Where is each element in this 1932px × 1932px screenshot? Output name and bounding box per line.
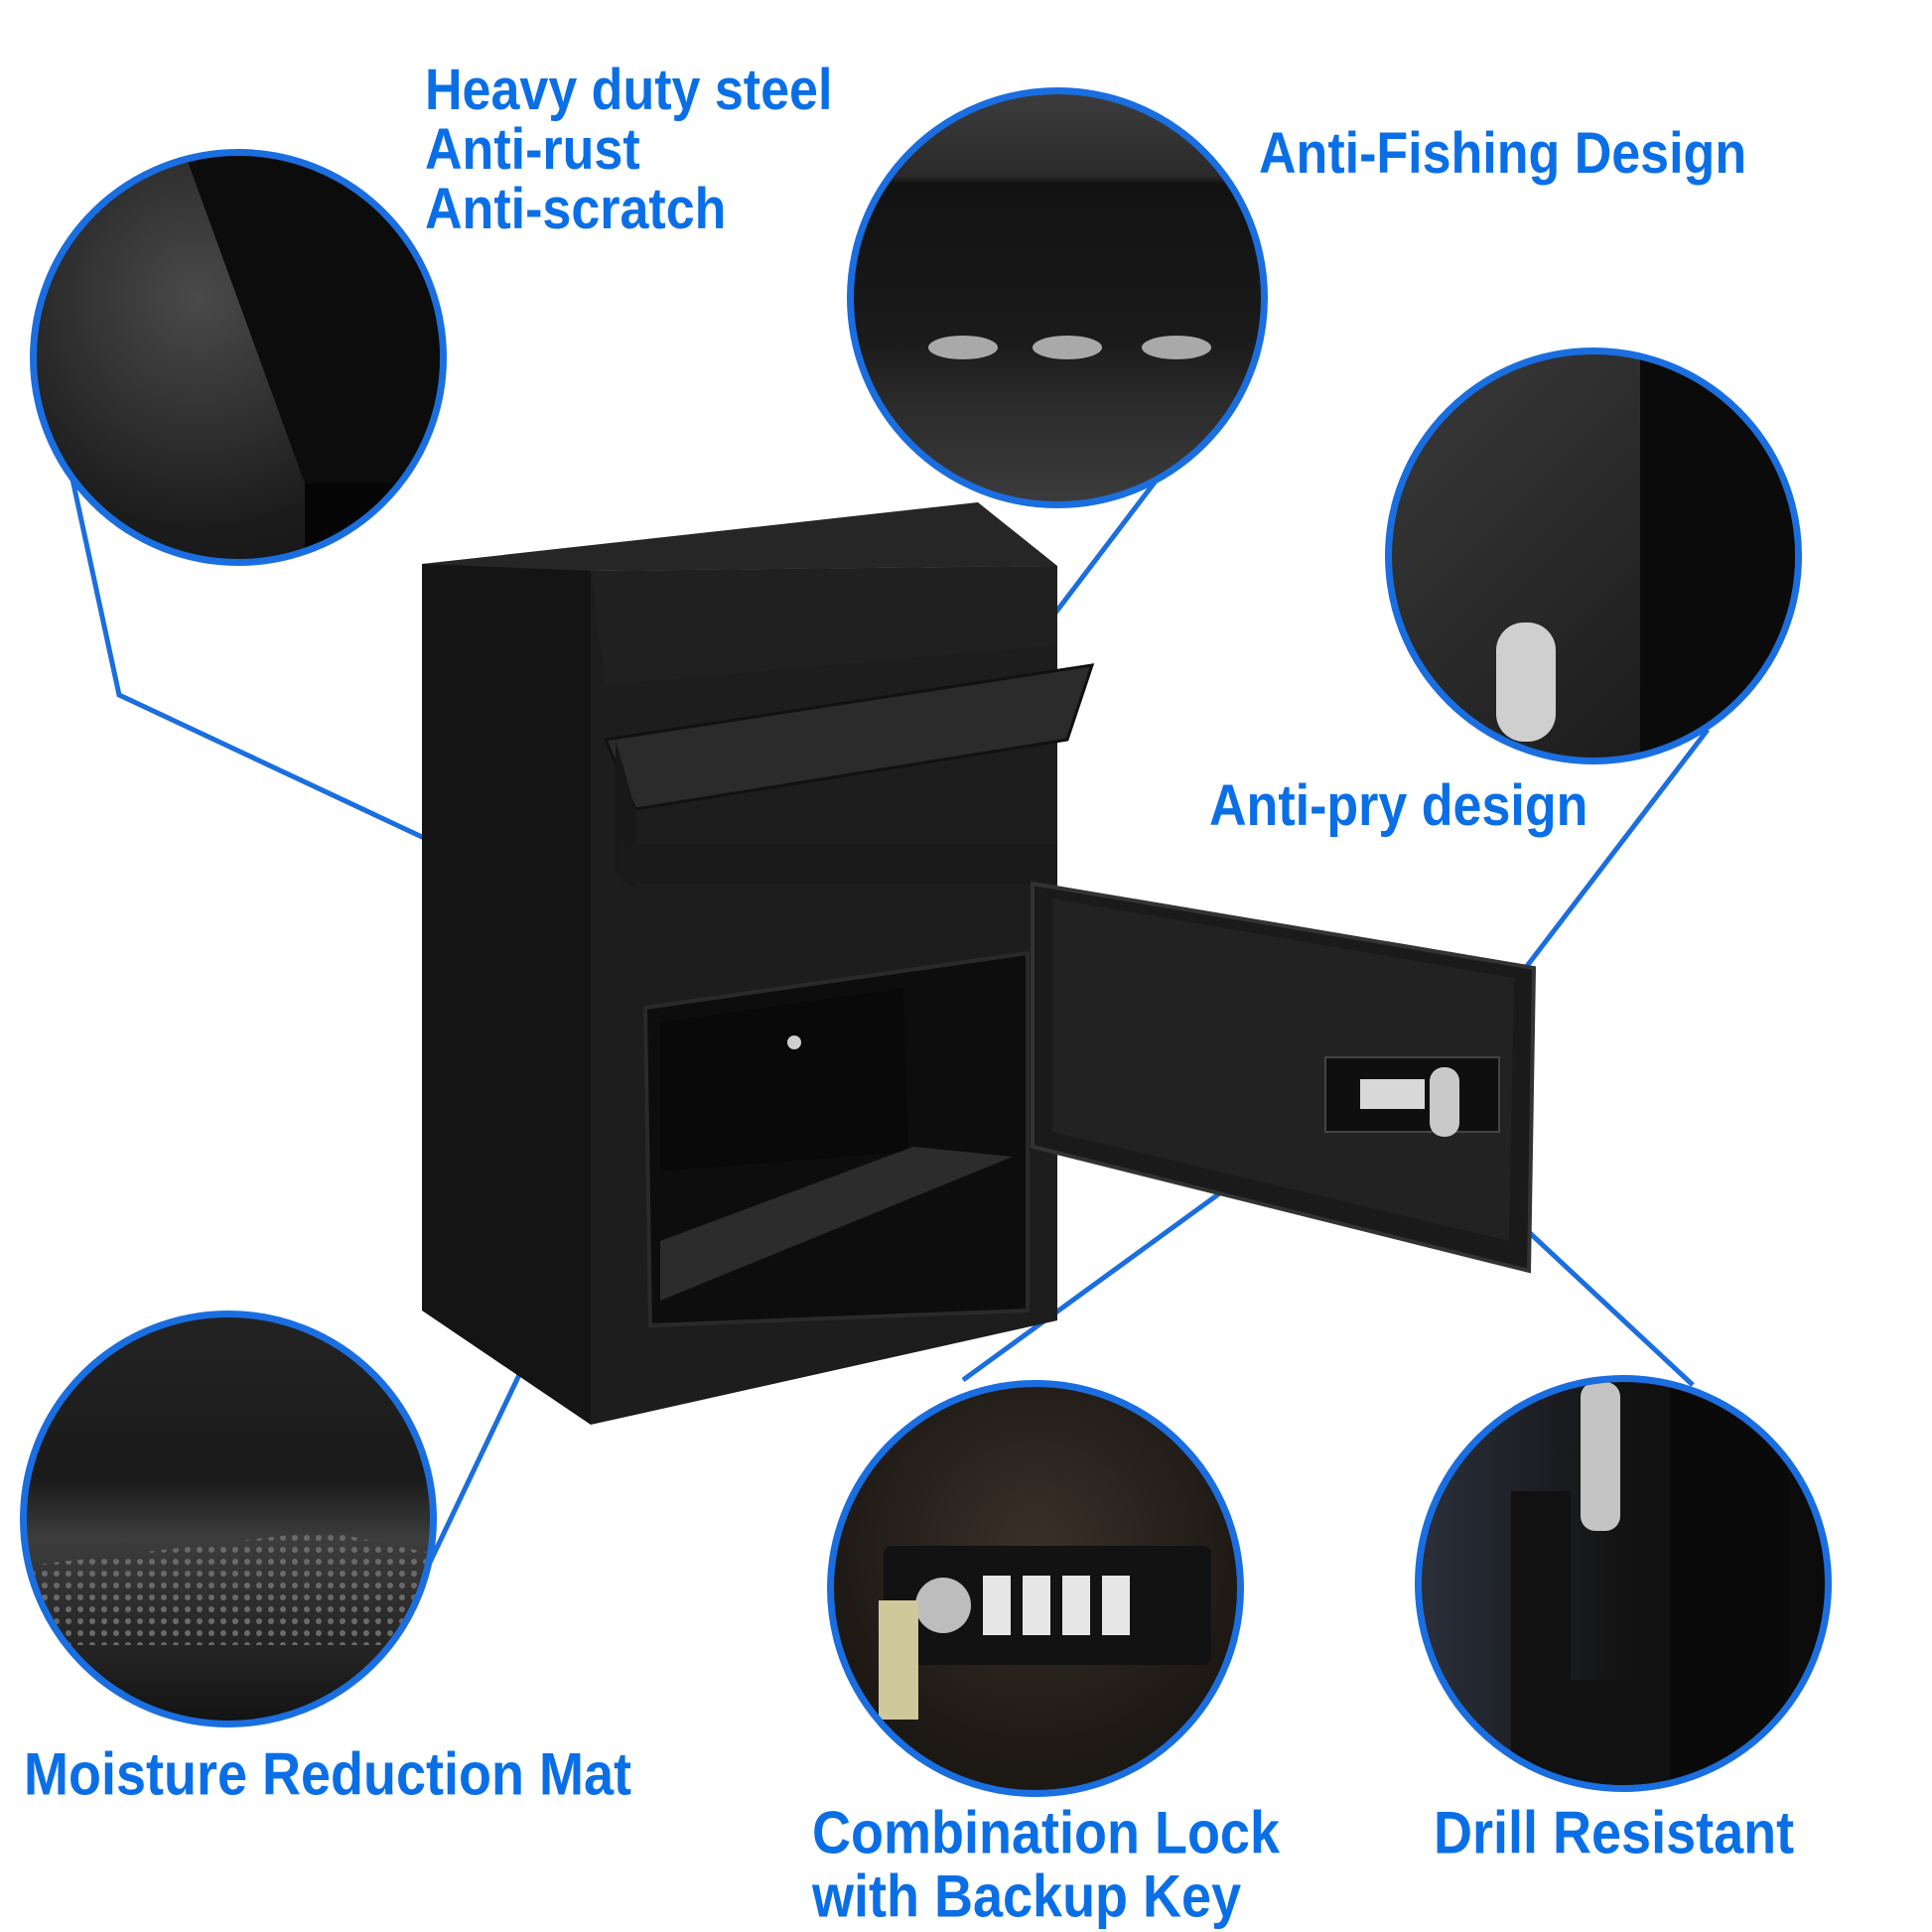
- moisture-mat-label: Moisture Reduction Mat: [24, 1740, 632, 1808]
- combination-lock-label-line1: Combination Lock: [812, 1799, 1280, 1866]
- steel-feature-line2: Anti-rust: [425, 117, 640, 183]
- box-top: [422, 502, 1057, 571]
- drill-resistant-detail-circle: [1415, 1375, 1832, 1792]
- anti-fishing-label: Anti-Fishing Design: [1259, 121, 1747, 187]
- box-side-panel: [422, 564, 591, 1425]
- moisture-mat-detail-circle: [20, 1311, 437, 1727]
- anti-pry-detail-circle: [1385, 347, 1802, 764]
- anti-pry-label: Anti-pry design: [1209, 773, 1588, 839]
- combination-lock-label-line2: with Backup Key: [812, 1863, 1242, 1930]
- drill-resistant-label: Drill Resistant: [1434, 1799, 1795, 1866]
- moisture-mat: [660, 1147, 1013, 1301]
- steel-detail-circle: [30, 149, 447, 566]
- steel-feature-line3: Anti-scratch: [425, 177, 727, 242]
- anti-fishing-detail-circle: [847, 87, 1268, 508]
- steel-feature-line1: Heavy duty steel: [425, 58, 833, 123]
- anti-pry-connector-line: [1512, 728, 1710, 985]
- drill-connector-line: [1499, 1204, 1695, 1387]
- combination-lock-detail-circle: [827, 1380, 1244, 1797]
